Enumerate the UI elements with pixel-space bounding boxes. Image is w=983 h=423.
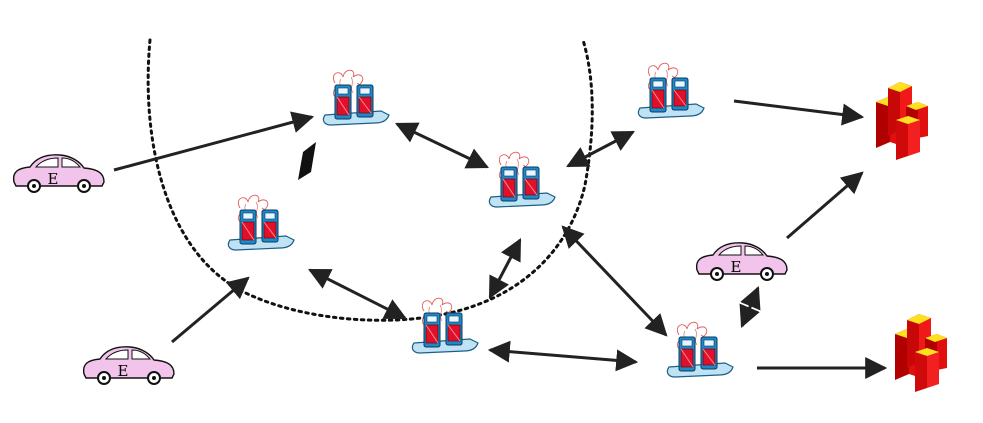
arrow-station-3-station-4 bbox=[488, 238, 522, 299]
electric-car-right: E bbox=[695, 241, 788, 281]
charging-station-icon bbox=[666, 321, 734, 378]
building-icon bbox=[895, 314, 947, 392]
charging-station-icon bbox=[488, 151, 556, 208]
arrow-car-to-station-2 bbox=[171, 276, 250, 344]
arrow-car-right-building bbox=[786, 171, 864, 240]
car-icon bbox=[82, 345, 175, 385]
electric-car-left-top: E bbox=[12, 153, 105, 193]
electric-car-left-bottom: E bbox=[82, 345, 175, 385]
car-icon bbox=[695, 241, 788, 281]
arrow-station-3-station-5 bbox=[566, 130, 635, 168]
car-label: E bbox=[118, 362, 129, 380]
arrow-station-3-station-6 bbox=[561, 225, 668, 337]
diamond-marker bbox=[298, 142, 316, 180]
car-label: E bbox=[731, 258, 742, 276]
charging-station-icon bbox=[227, 194, 295, 251]
car-icon bbox=[12, 153, 105, 193]
building-icon bbox=[876, 82, 928, 160]
arrow-station-6-car-right bbox=[739, 285, 761, 329]
charging-station-icon bbox=[411, 297, 479, 354]
arrow-station-1-station-3 bbox=[395, 122, 489, 169]
arrow-station-5-building bbox=[733, 99, 865, 126]
arrow-station-4-station-6 bbox=[487, 340, 639, 372]
charging-station-icon bbox=[637, 62, 705, 119]
arrow-car-to-station-1 bbox=[113, 111, 315, 172]
charging-station-icon bbox=[322, 69, 390, 126]
arrow-station-2-station-4 bbox=[308, 268, 407, 320]
arrows bbox=[113, 99, 888, 379]
car-label: E bbox=[48, 170, 59, 188]
